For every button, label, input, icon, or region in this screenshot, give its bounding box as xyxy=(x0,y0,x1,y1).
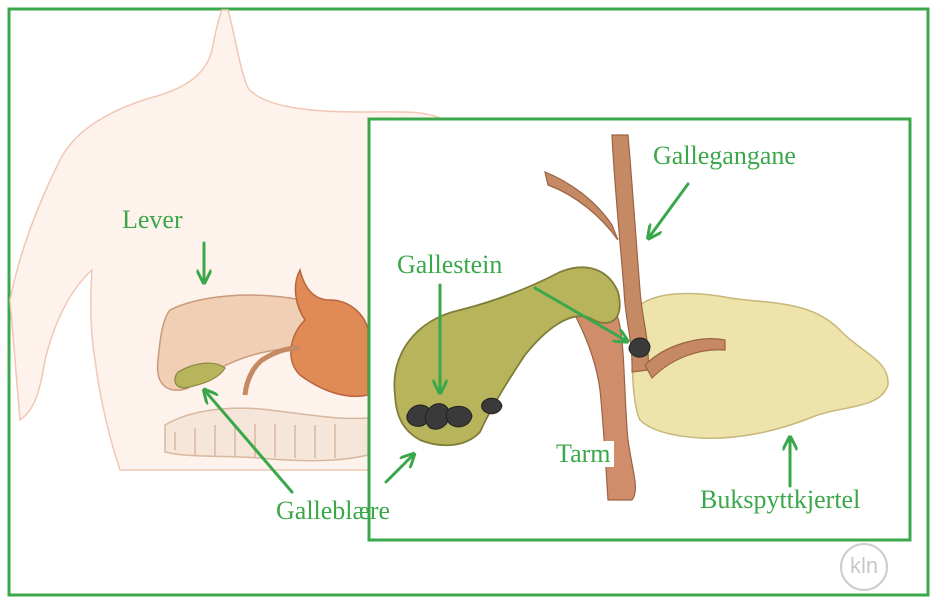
label-gallegangane: Gallegangane xyxy=(653,143,796,169)
label-bukspyttkjertel: Bukspyttkjertel xyxy=(700,487,860,513)
label-tarm: Tarm xyxy=(553,441,614,467)
label-lever: Lever xyxy=(122,207,183,233)
label-galleblaere: Galleblære xyxy=(276,498,390,524)
label-gallestein: Gallestein xyxy=(397,252,502,278)
kln-logo-text: kln xyxy=(843,553,885,579)
